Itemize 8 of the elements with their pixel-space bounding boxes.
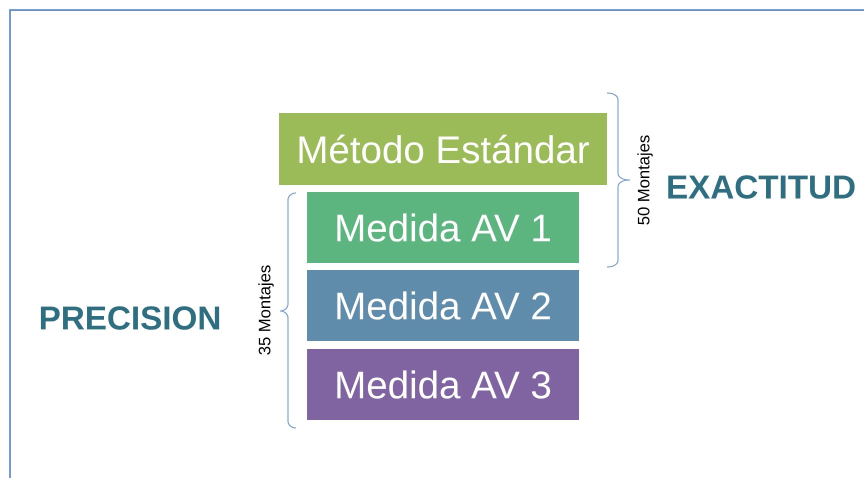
bracket-label: 50 Montajes	[637, 135, 653, 225]
process-box: Medida AV 3	[307, 349, 580, 420]
bracket-label: 35 Montajes	[258, 265, 274, 355]
process-box: Medida AV 1	[307, 192, 580, 264]
heading-text: EXACTITUD	[668, 175, 855, 199]
process-box: Medida AV 2	[307, 270, 580, 342]
heading-text: PRECISION	[40, 306, 220, 330]
process-box: Método Estándar	[279, 113, 608, 186]
